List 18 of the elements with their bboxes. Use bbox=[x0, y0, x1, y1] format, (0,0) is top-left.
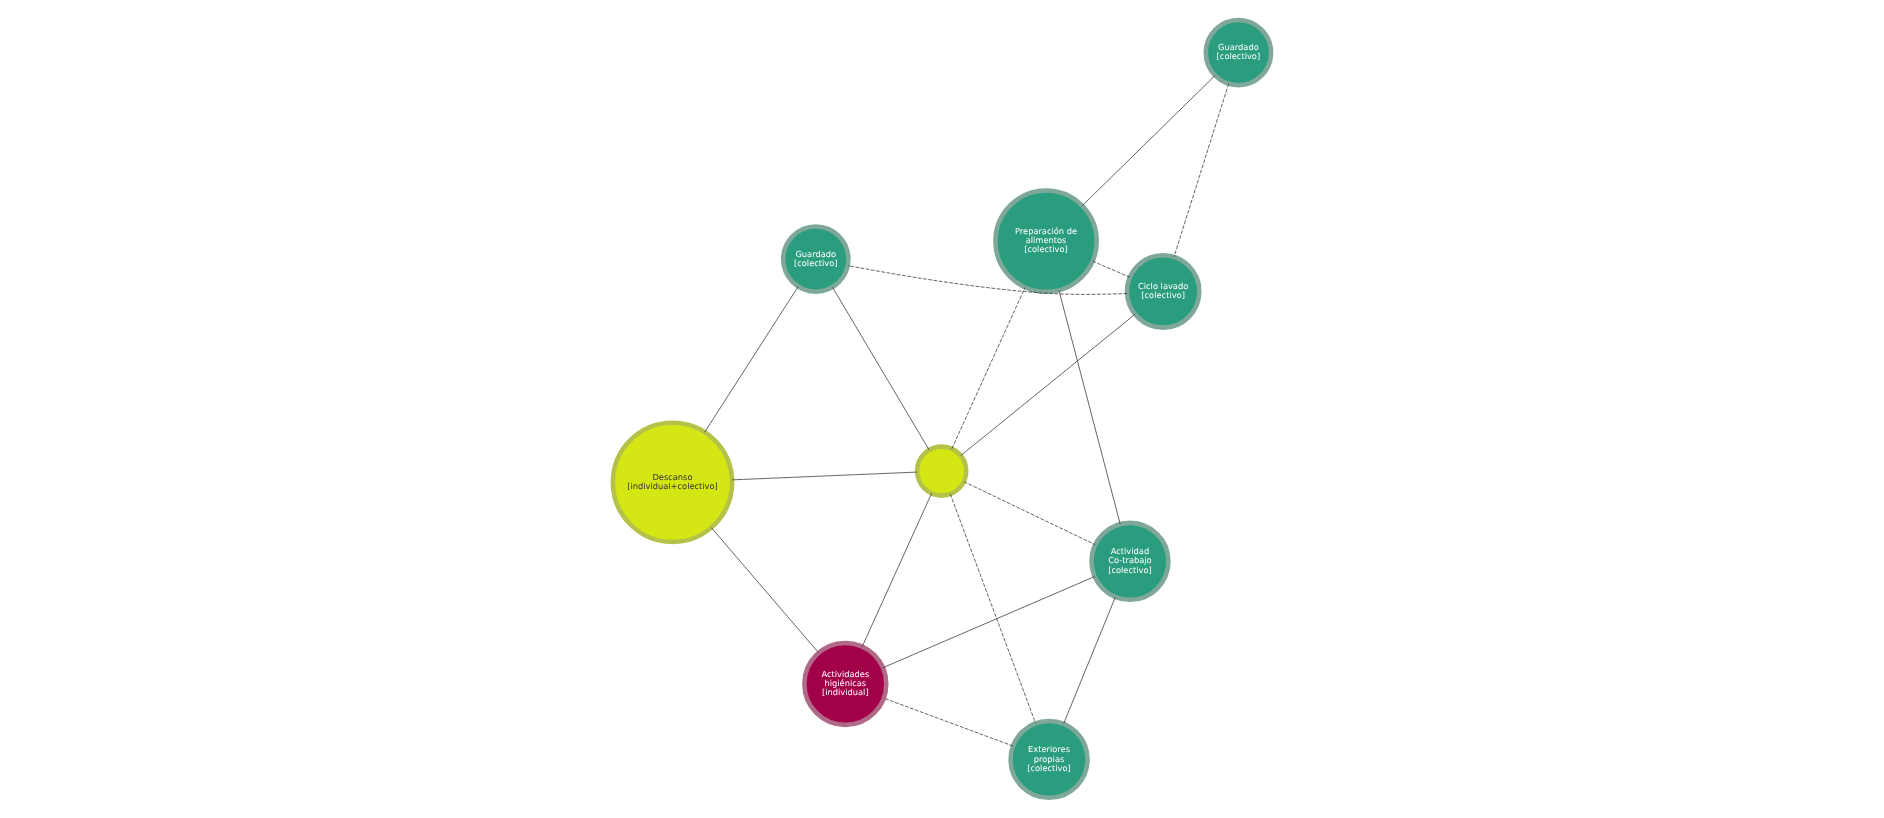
connector bbox=[1082, 75, 1216, 206]
connector bbox=[710, 527, 819, 653]
connector bbox=[847, 265, 1128, 295]
connector bbox=[883, 697, 1014, 747]
connector bbox=[1092, 260, 1131, 278]
connector bbox=[963, 481, 1096, 546]
connector bbox=[704, 286, 799, 433]
connector bbox=[949, 493, 1036, 724]
connector bbox=[1173, 83, 1229, 258]
connector bbox=[861, 493, 932, 647]
connector bbox=[951, 287, 1026, 449]
connector bbox=[960, 313, 1136, 456]
connector bbox=[882, 576, 1095, 669]
connector bbox=[1058, 290, 1121, 525]
connector bbox=[1063, 596, 1116, 724]
connector bbox=[832, 286, 930, 451]
connector bbox=[731, 471, 918, 481]
node-circle bbox=[914, 444, 969, 498]
